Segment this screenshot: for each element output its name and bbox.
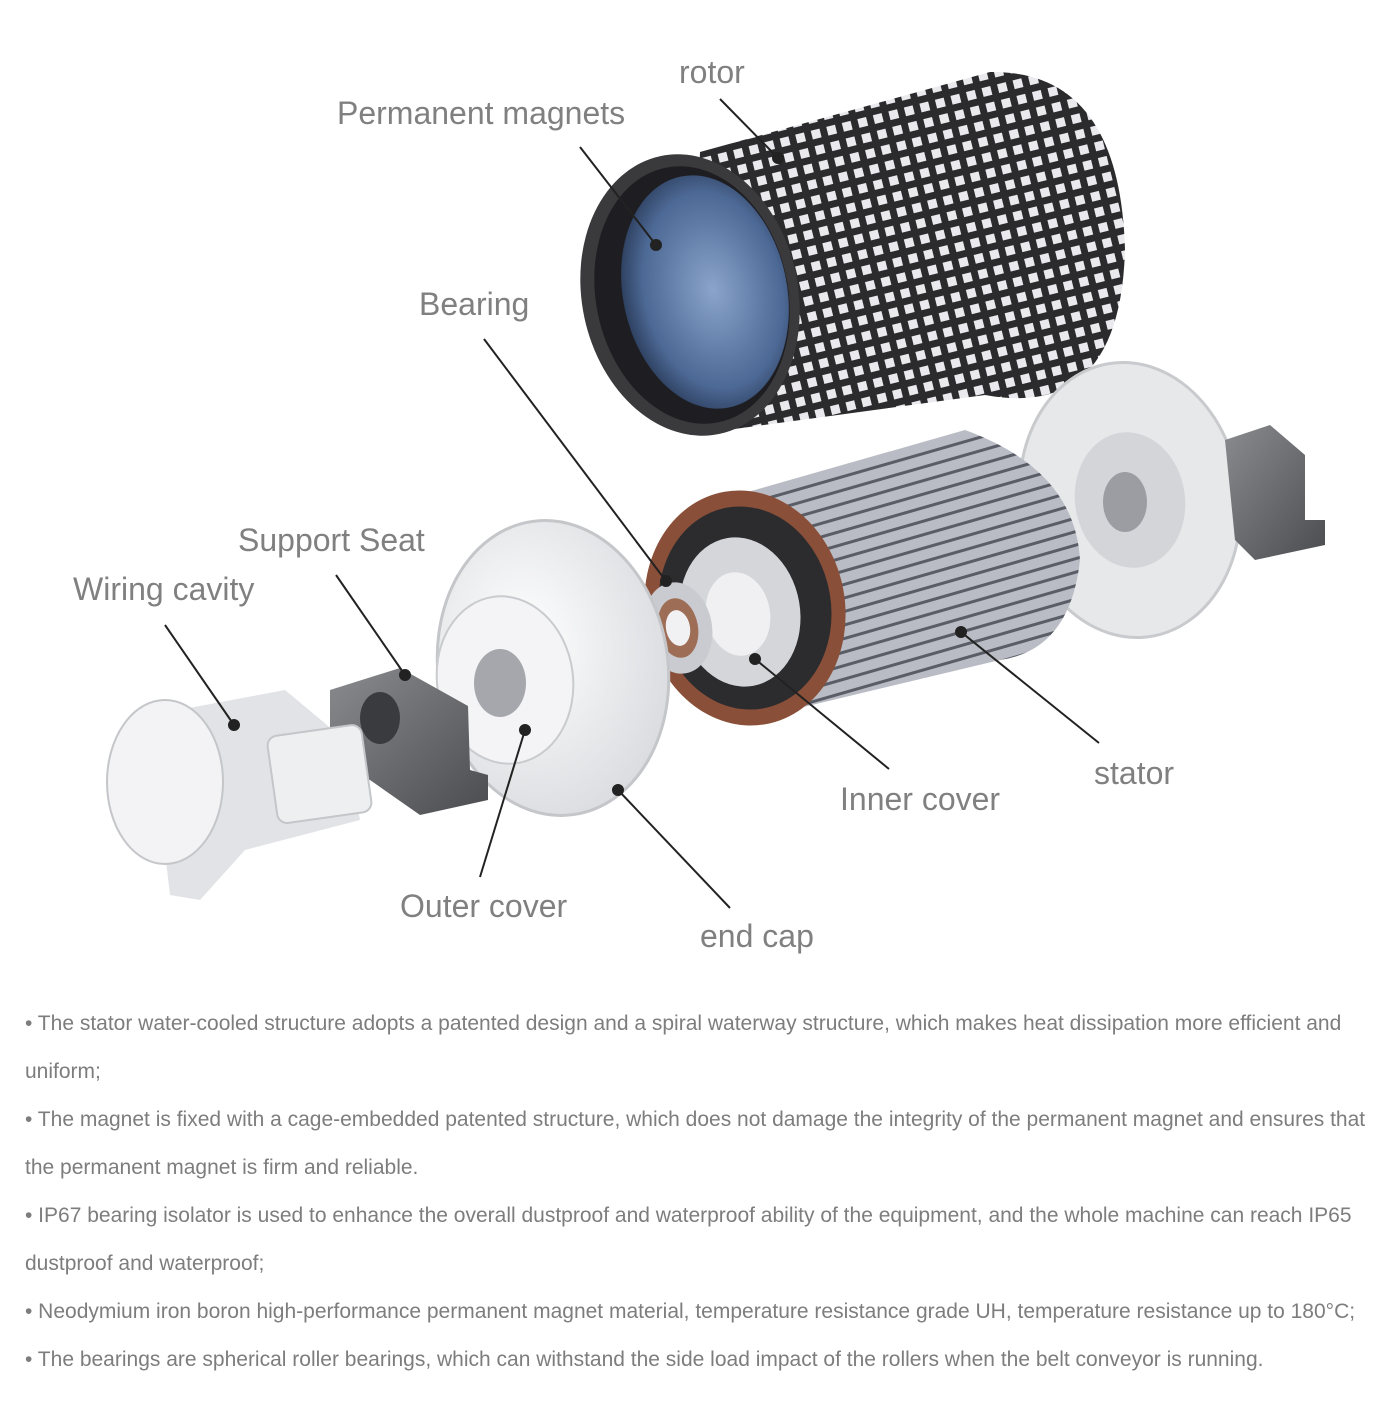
label-outer-cover: Outer cover <box>400 888 568 924</box>
dot-rotor <box>772 152 784 164</box>
dot-inner-cover <box>749 653 761 665</box>
leader-inner-cover <box>754 658 890 770</box>
note-magnet-fixing: • The magnet is fixed with a cage-embedd… <box>25 1108 1366 1179</box>
exploded-motor-illustration <box>106 71 1325 909</box>
dot-outer-cover <box>519 724 531 736</box>
dot-permanent-magnets <box>650 239 662 251</box>
support-seat-illustration <box>330 668 488 815</box>
exploded-motor-diagram: rotor Permanent magnets Bearing Support … <box>73 54 1325 954</box>
leader-support-seat <box>335 574 406 676</box>
dot-wiring-cavity <box>228 719 240 731</box>
label-permanent-magnets: Permanent magnets <box>337 95 626 131</box>
dot-end-cap <box>612 784 624 796</box>
leader-outer-cover <box>479 729 526 878</box>
dot-stator <box>955 626 967 638</box>
leader-rotor <box>719 98 779 159</box>
note-ip-rating: • IP67 bearing isolator is used to enhan… <box>25 1204 1352 1275</box>
label-stator: stator <box>1094 755 1175 791</box>
label-end-cap: end cap <box>700 918 814 954</box>
dot-bearing <box>660 575 672 587</box>
note-stator-cooling: • The stator water-cooled structure adop… <box>25 1012 1342 1083</box>
feature-notes: • The stator water-cooled structure adop… <box>25 1000 1385 1384</box>
wiring-cavity-illustration <box>106 690 373 900</box>
stator-illustration <box>644 430 1080 726</box>
leader-bearing <box>483 338 667 582</box>
leader-permanent-magnets <box>579 146 657 246</box>
label-bearing: Bearing <box>419 286 530 322</box>
label-support-seat: Support Seat <box>238 522 425 558</box>
rotor-illustration <box>580 71 1125 436</box>
note-bearings: • The bearings are spherical roller bear… <box>25 1348 1264 1371</box>
leader-stator <box>960 631 1100 744</box>
label-rotor: rotor <box>679 54 745 90</box>
label-wiring-cavity: Wiring cavity <box>73 571 255 607</box>
note-magnet-material: • Neodymium iron boron high-performance … <box>25 1300 1356 1323</box>
leader-lines <box>164 98 1100 909</box>
leader-wiring-cavity <box>164 624 235 726</box>
label-inner-cover: Inner cover <box>840 781 1001 817</box>
dot-support-seat <box>399 669 411 681</box>
leader-end-cap <box>617 789 731 909</box>
right-support-seat-illustration <box>1225 425 1325 560</box>
